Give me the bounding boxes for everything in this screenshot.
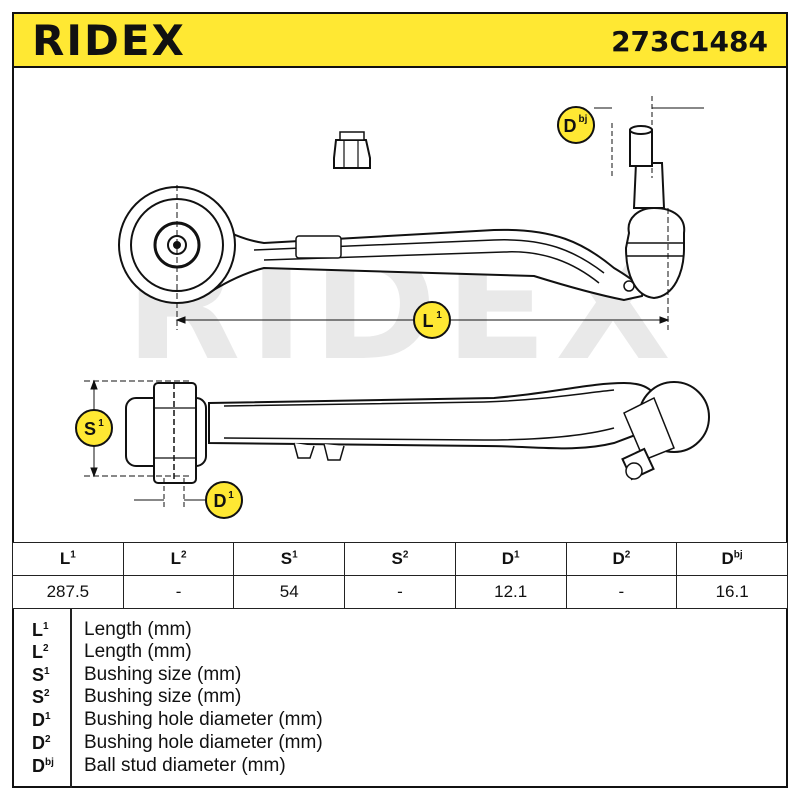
value-d2: - (565, 575, 678, 609)
svg-text:1: 1 (228, 490, 234, 501)
label-d1: D 1 (205, 481, 243, 519)
svg-text:1: 1 (98, 418, 104, 429)
legend-item: L1 Length (mm) (32, 619, 192, 640)
header-l1: L1 (12, 542, 124, 576)
svg-text:bj: bj (579, 114, 588, 125)
legend-item: S2 Bushing size (mm) (32, 686, 242, 707)
label-s1: S 1 (75, 409, 113, 447)
svg-text:1: 1 (436, 310, 442, 321)
side-view-arm (125, 381, 710, 484)
table-header-row: L1 L2 S1 S2 D1 D2 Dbj (12, 542, 788, 576)
header-d1: D1 (454, 542, 567, 576)
value-l2: - (122, 575, 235, 609)
legend-item: S1 Bushing size (mm) (32, 664, 242, 685)
dimension-d1 (134, 478, 206, 508)
legend-divider (70, 609, 72, 788)
header-s2: S2 (344, 542, 456, 576)
header-bar: RIDEX 273C1484 (12, 12, 788, 68)
top-view-arm (118, 125, 686, 304)
legend-item: L2 Length (mm) (32, 641, 192, 662)
header-l2: L2 (122, 542, 235, 576)
svg-text:S: S (84, 419, 96, 439)
header-dbj: Dbj (676, 542, 788, 576)
legend-item: D2 Bushing hole diameter (mm) (32, 732, 323, 753)
svg-text:L: L (423, 311, 434, 331)
dimension-dbj (594, 96, 704, 178)
nut-icon (333, 131, 371, 169)
drawing-svg: RIDEX (75, 96, 710, 519)
value-d1: 12.1 (454, 575, 567, 609)
label-dbj: D bj (557, 106, 595, 144)
legend-item: Dbj Ball stud diameter (mm) (32, 755, 286, 776)
header-s1: S1 (233, 542, 346, 576)
brand-logo: RIDEX (32, 16, 186, 65)
table-row: 287.5 - 54 - 12.1 - 16.1 (12, 575, 788, 609)
value-s1: 54 (233, 575, 346, 609)
svg-text:D: D (564, 116, 577, 136)
value-l1: 287.5 (12, 575, 124, 609)
technical-drawing: RIDEX (12, 68, 788, 542)
value-s2: - (344, 575, 456, 609)
part-number: 273C1484 (611, 25, 768, 58)
legend: L1 Length (mm) L2 Length (mm) S1 Bushing… (12, 609, 788, 788)
legend-item: D1 Bushing hole diameter (mm) (32, 709, 323, 730)
svg-text:D: D (214, 491, 227, 511)
label-l1: L 1 (413, 301, 451, 339)
value-dbj: 16.1 (676, 575, 788, 609)
header-d2: D2 (565, 542, 678, 576)
spec-table: L1 L2 S1 S2 D1 D2 Dbj 287.5 - 54 - 12.1 … (12, 542, 788, 609)
